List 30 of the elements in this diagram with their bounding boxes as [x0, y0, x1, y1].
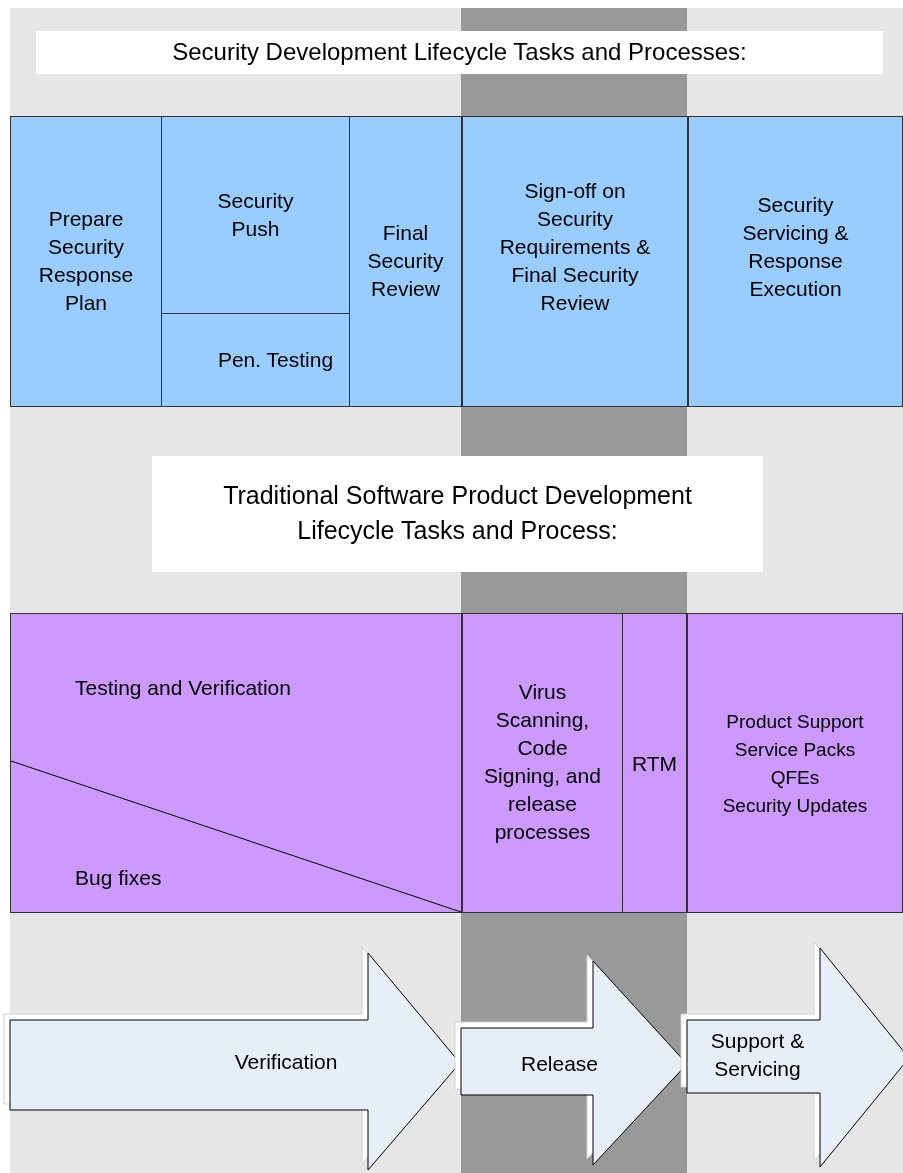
cell-text: Final Security Review — [366, 220, 445, 302]
cell-text: Service Packs — [733, 738, 857, 762]
process-cell — [622, 613, 687, 913]
process-cell — [462, 613, 623, 913]
cell-text: Sign-off on Security Requirements & Final Security Review — [498, 178, 652, 316]
arrow-label: Release — [519, 1051, 600, 1077]
cell-text: RTM — [630, 751, 679, 777]
heading-banner — [152, 456, 763, 572]
cell-text: Virus Scanning, Code Signing, and release processes — [483, 679, 602, 845]
process-cell — [688, 116, 903, 407]
process-cell — [10, 116, 162, 407]
diagram-title: Security Development Lifecycle Tasks and Processes: — [171, 38, 748, 66]
cell-text: Bug fixes — [74, 865, 163, 891]
arrow-label: Verification — [233, 1049, 339, 1075]
cell-text: Product Support — [725, 710, 865, 734]
cell-text: Security Servicing & Response Execution — [741, 192, 850, 302]
cell-text: Pen. Testing — [216, 347, 335, 373]
process-cell — [687, 613, 903, 913]
arrow-label: Support & Servicing — [709, 1028, 806, 1082]
cell-text: Prepare Security Response Plan — [37, 206, 135, 316]
process-cell — [462, 116, 688, 407]
process-cell — [161, 313, 350, 407]
cell-text: Testing and Verification — [74, 675, 292, 701]
section-heading: Traditional Software Product Development Lifecycle Tasks and Process: — [222, 480, 693, 546]
process-cell — [10, 613, 462, 913]
cell-text: QFEs — [769, 766, 821, 790]
process-cell — [161, 116, 350, 314]
cell-text: Security Push — [216, 188, 295, 242]
cell-text: Security Updates — [721, 794, 869, 818]
process-cell — [349, 116, 462, 407]
